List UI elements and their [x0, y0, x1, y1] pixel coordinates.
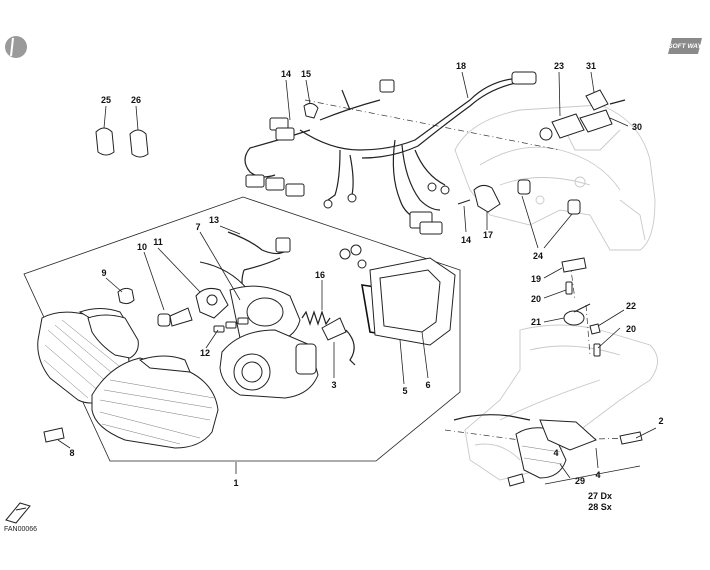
screw-item-20b	[593, 343, 601, 357]
screw-item-8	[43, 427, 65, 443]
callout-3: 3	[331, 380, 336, 390]
callout-12: 12	[200, 348, 210, 358]
callout-17: 17	[483, 230, 493, 240]
callout-25: 25	[101, 95, 111, 105]
housing-rubber-boot	[87, 314, 139, 359]
front-direction-arrow-icon	[5, 502, 31, 524]
grommet-item-9	[117, 287, 135, 305]
callout-13: 13	[209, 215, 219, 225]
bulb-holder-item-11	[195, 288, 229, 319]
callout-11: 11	[153, 237, 163, 247]
separator-line	[544, 465, 641, 485]
callout-labels: 1 2 3 4 4 5 6 7 8 9 10 11 12 13 14 14 15…	[69, 61, 663, 512]
softway-logo: SOFT WAY	[668, 38, 702, 54]
softway-logo-text: SOFT WAY	[668, 43, 702, 50]
relay-item-31	[585, 89, 626, 111]
callout-24: 24	[533, 251, 543, 261]
callout-20-lower: 20	[626, 324, 636, 334]
callout-1: 1	[233, 478, 238, 488]
callout-27-dx: 27 Dx	[588, 491, 612, 501]
clip-item-26	[129, 129, 149, 158]
headlight-assembly-outline	[23, 196, 461, 462]
alignment-lines	[304, 99, 631, 441]
callout-2: 2	[658, 416, 663, 426]
leader-lines	[57, 71, 657, 479]
callout-23: 23	[554, 61, 564, 71]
callout-18: 18	[456, 61, 466, 71]
callout-14-upper: 14	[281, 69, 291, 79]
clip-item-25	[95, 127, 115, 156]
screw-item-29	[507, 473, 525, 487]
callout-28-sx: 28 Sx	[588, 502, 612, 512]
callout-4-turn-signal: 4	[595, 470, 600, 480]
callout-10: 10	[137, 242, 147, 252]
bracket-item-19	[561, 257, 587, 273]
screw-item-20a	[565, 281, 573, 295]
callout-30: 30	[632, 122, 642, 132]
connector-cluster-lower	[409, 211, 443, 235]
projector-item-7	[199, 261, 301, 343]
figure-code: FAN00066	[4, 526, 37, 533]
callout-4-lens: 4	[553, 448, 558, 458]
spring-item-16	[301, 310, 331, 326]
callout-26: 26	[131, 95, 141, 105]
callout-20-upper: 20	[531, 294, 541, 304]
callout-8: 8	[69, 448, 74, 458]
callout-7: 7	[195, 222, 200, 232]
callout-29: 29	[575, 476, 585, 486]
main-harness-item-18	[244, 71, 537, 221]
callout-6: 6	[425, 380, 430, 390]
screw-item-2	[619, 431, 643, 445]
headlight-housing-right	[91, 355, 219, 449]
nut-item-22	[589, 323, 601, 335]
grommets-upper	[339, 244, 367, 269]
callout-21: 21	[531, 317, 541, 327]
callout-16: 16	[315, 270, 325, 280]
callout-19: 19	[531, 274, 541, 284]
bulb-item-3	[321, 317, 356, 366]
small-parts-item-12	[213, 317, 249, 333]
connector-cluster-left	[245, 102, 319, 197]
clamp-item-17	[457, 184, 501, 213]
callout-22: 22	[626, 301, 636, 311]
relay-item-23	[539, 113, 585, 141]
lamp-reflector-unit	[219, 329, 319, 399]
page-badge-icon	[5, 36, 27, 58]
bracket-item-30	[579, 109, 613, 133]
bulb-item-10	[157, 307, 193, 327]
callout-5: 5	[402, 386, 407, 396]
turn-signal-assembly	[453, 414, 597, 479]
callout-14-lower: 14	[461, 235, 471, 245]
callout-15: 15	[301, 69, 311, 79]
lamp-housing-item-6	[369, 257, 456, 346]
mounts-item-24	[517, 179, 581, 215]
callout-9: 9	[101, 268, 106, 278]
callout-31: 31	[586, 61, 596, 71]
